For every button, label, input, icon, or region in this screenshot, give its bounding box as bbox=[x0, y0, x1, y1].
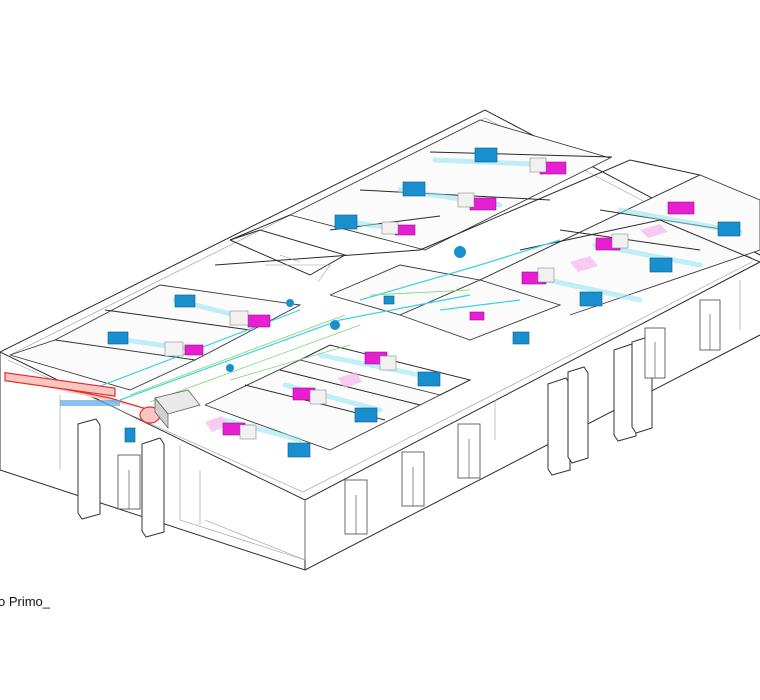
window-icon bbox=[699, 299, 721, 351]
hvac-unit-icon bbox=[529, 157, 567, 175]
hvac-unit-icon bbox=[512, 331, 530, 345]
hvac-unit-icon bbox=[595, 233, 629, 251]
window-icon bbox=[457, 423, 481, 479]
hvac-unit-icon bbox=[383, 295, 395, 305]
red-duct bbox=[4, 372, 161, 424]
hvac-unit-icon bbox=[381, 221, 416, 236]
hvac-unit-icon bbox=[226, 364, 234, 372]
air-handler bbox=[154, 389, 201, 429]
hvac-unit-icon bbox=[222, 422, 257, 440]
window-icon bbox=[344, 479, 368, 535]
hvac-unit-icon bbox=[174, 294, 196, 308]
hvac-unit-icon bbox=[717, 221, 741, 237]
window-icon bbox=[644, 327, 666, 379]
cassette-units bbox=[107, 147, 741, 458]
hvac-unit-icon bbox=[354, 407, 378, 423]
hvac-unit-icon bbox=[364, 351, 397, 371]
magenta-units bbox=[164, 157, 695, 440]
hvac-unit-icon bbox=[469, 311, 485, 321]
hvac-unit-icon bbox=[454, 246, 466, 258]
pads bbox=[205, 224, 668, 432]
hvac-unit-icon bbox=[229, 310, 271, 328]
hvac-unit-icon bbox=[649, 257, 673, 273]
hvac-unit-icon bbox=[287, 442, 311, 458]
window-icon bbox=[117, 454, 141, 510]
hvac-unit-icon bbox=[474, 147, 498, 163]
hvac-unit-icon bbox=[402, 181, 426, 197]
window-icon bbox=[401, 451, 425, 507]
hvac-unit-icon bbox=[124, 427, 136, 443]
hvac-unit-icon bbox=[107, 331, 129, 345]
windows bbox=[117, 299, 721, 535]
hvac-unit-icon bbox=[521, 267, 555, 285]
hvac-unit-icon bbox=[579, 291, 603, 307]
hvac-unit-icon bbox=[330, 320, 340, 330]
hvac-unit-icon bbox=[334, 214, 358, 230]
hvac-unit-icon bbox=[667, 201, 695, 215]
hvac-unit-icon bbox=[286, 299, 294, 307]
pillars bbox=[77, 336, 653, 538]
hvac-unit-icon bbox=[164, 341, 204, 357]
drawing-caption: o Primo_ bbox=[0, 594, 51, 609]
interior-lines bbox=[199, 280, 741, 561]
hvac-unit-icon bbox=[457, 192, 497, 211]
hvac-unit-icon bbox=[417, 371, 441, 387]
hvac-unit-icon bbox=[292, 387, 327, 405]
